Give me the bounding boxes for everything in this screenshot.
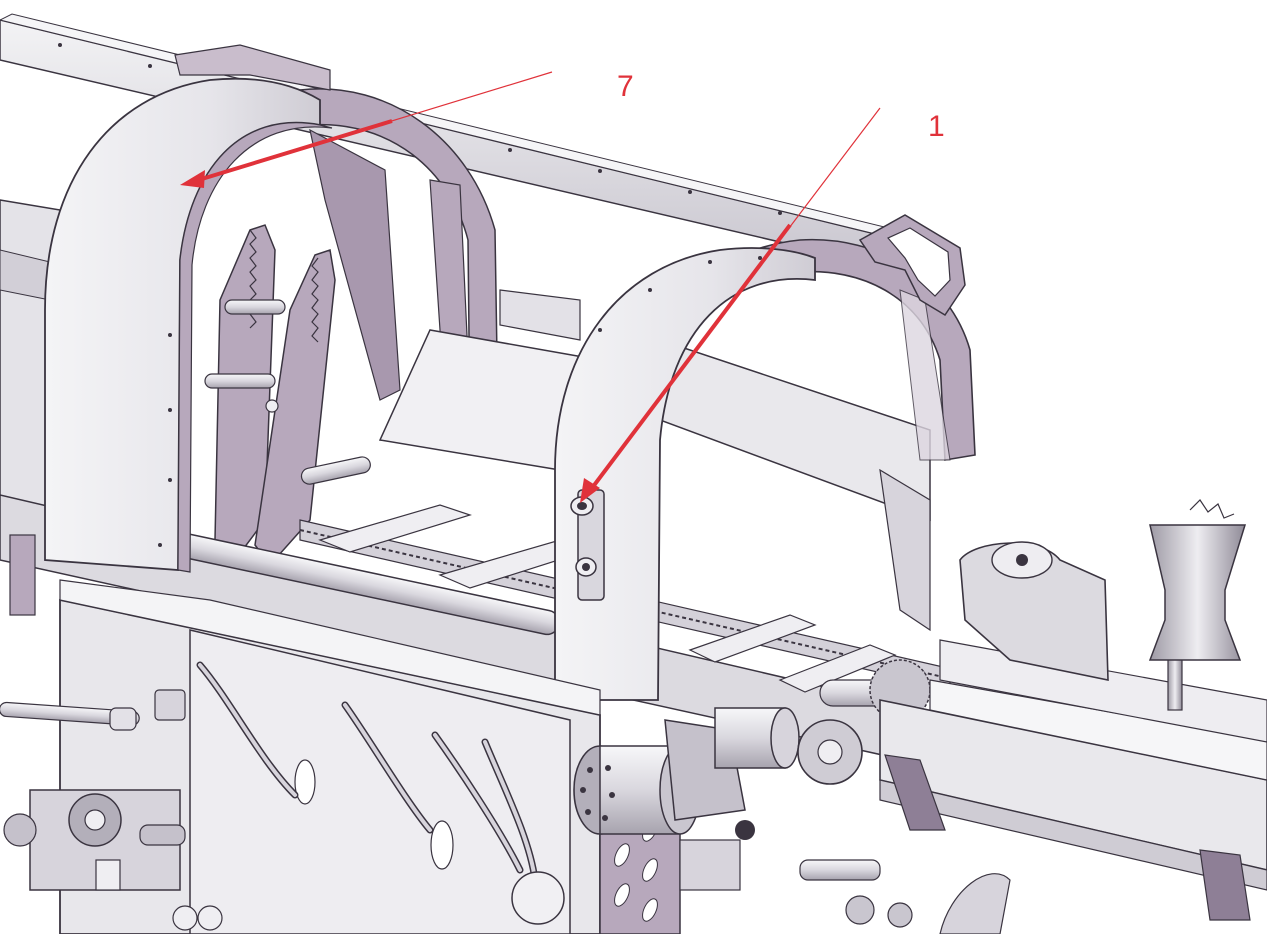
left-bracket xyxy=(9,534,36,616)
left-shell-cover xyxy=(44,77,333,573)
saw-jaw-right xyxy=(254,249,336,567)
right-beam xyxy=(879,639,1267,921)
callout-label-7: 7 xyxy=(617,70,634,103)
side-handle xyxy=(0,689,186,731)
arrowhead-1 xyxy=(580,478,600,503)
center-tray xyxy=(378,289,931,632)
clamp-pin-assembly xyxy=(570,489,605,601)
right-shell-cover xyxy=(554,247,816,701)
rear-arch-frame xyxy=(174,44,499,432)
valve-block xyxy=(3,789,223,931)
callout-leader-7 xyxy=(180,71,553,188)
callout-label-1: 1 xyxy=(928,110,945,143)
gearbox-housing xyxy=(959,541,1109,681)
arrowhead-7 xyxy=(180,170,205,188)
lower-fittings xyxy=(679,839,1011,934)
lower-body xyxy=(59,579,601,934)
callout-leader-1 xyxy=(580,107,881,503)
roller-guide xyxy=(1148,499,1247,711)
